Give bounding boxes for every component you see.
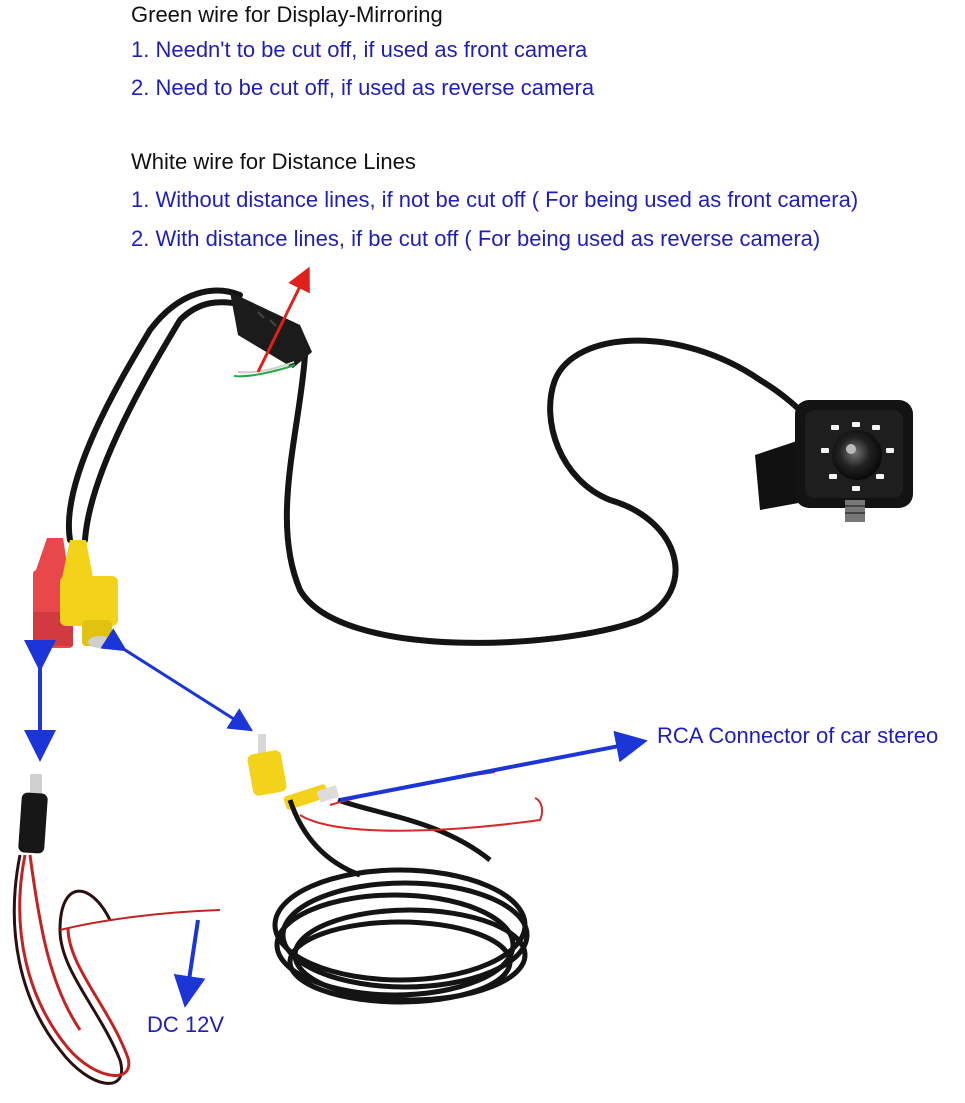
rca-male-plug bbox=[247, 734, 339, 810]
dc-power-plug bbox=[18, 774, 48, 854]
dc-label-arrow bbox=[173, 919, 206, 1008]
white-wire-item-2: 2. With distance lines, if be cut off ( … bbox=[131, 226, 821, 251]
white-wire-heading: White wire for Distance Lines bbox=[131, 149, 416, 174]
cable-junction bbox=[230, 292, 312, 368]
camera-unit bbox=[755, 400, 913, 522]
green-wire-item-1: 1. Needn't to be cut off, if used as fro… bbox=[131, 37, 588, 62]
link-arrow-yellow-rca bbox=[100, 628, 254, 732]
power-cable bbox=[12, 854, 221, 1085]
rca-yellow-connector bbox=[60, 540, 118, 648]
green-wire-heading: Green wire for Display-Mirroring bbox=[131, 2, 443, 27]
white-wire-item-1: 1. Without distance lines, if not be cut… bbox=[131, 187, 859, 212]
camera-cable bbox=[65, 287, 813, 646]
rca-label-arrow bbox=[339, 730, 648, 802]
cut-wires bbox=[233, 361, 296, 378]
wire-pointer-arrow bbox=[256, 266, 310, 373]
green-wire-item-2: 2. Need to be cut off, if used as revers… bbox=[131, 75, 595, 100]
rca-connector-label: RCA Connector of car stereo bbox=[657, 723, 939, 748]
dc-12v-label: DC 12V bbox=[147, 1012, 225, 1037]
extension-cable-coil bbox=[272, 797, 530, 1005]
